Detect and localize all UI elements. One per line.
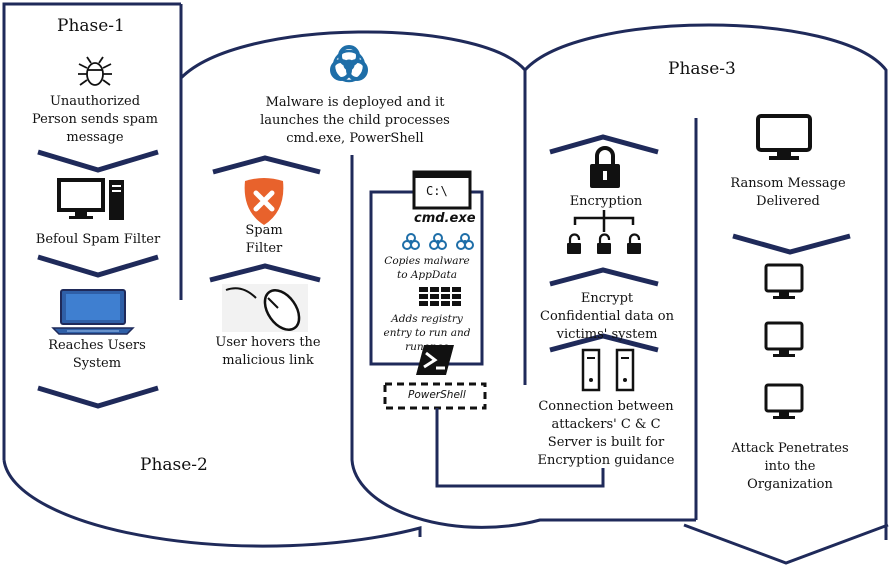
cmd-adds: Adds registry entry to run and runonce <box>383 313 471 353</box>
shield-x-icon <box>244 178 284 225</box>
monitor-icon <box>756 114 812 160</box>
step-connection: Connection between attackers' C & C Serv… <box>537 399 675 468</box>
monitor-icon <box>764 321 804 359</box>
powershell-title: PowerShell <box>408 389 466 401</box>
biohazard-icon <box>330 45 368 83</box>
chevron-up-icon <box>212 155 321 175</box>
powershell-dashed-box <box>383 382 487 410</box>
chevron-up-icon <box>549 134 659 155</box>
step-attack: Attack Penetrates into the Organization <box>731 441 849 492</box>
step-befoul: Befoul Spam Filter <box>35 232 161 247</box>
monitor-icon <box>764 263 804 301</box>
biohazard-icon <box>456 233 474 250</box>
step-reaches: Reaches Users System <box>48 338 146 371</box>
desktop-computer-icon <box>57 178 124 220</box>
cmd-copies: Copies malware to AppData <box>384 255 470 281</box>
server-icon <box>581 348 601 392</box>
step-unauthorized: Unauthorized Person sends spam message <box>31 94 158 145</box>
phase2-top-cap <box>179 30 527 80</box>
step-malware-deployed: Malware is deployed and it launches the … <box>260 95 450 146</box>
biohazard-icon <box>402 233 420 250</box>
cmd-title: cmd.exe <box>414 211 476 226</box>
padlock-icon <box>590 146 620 188</box>
monitor-icon <box>764 383 804 421</box>
unlocked-padlock-icon <box>625 233 643 256</box>
step-encryption: Encryption <box>569 194 643 209</box>
unlocked-padlock-icon <box>595 233 613 256</box>
phase3-title: Phase-3 <box>668 59 736 79</box>
chevron-down-icon <box>37 254 159 278</box>
bug-icon <box>78 56 112 86</box>
cmd-window-icon <box>412 170 472 210</box>
unlocked-padlock-icon <box>565 233 583 256</box>
phase3-arrowhead <box>683 523 889 565</box>
step-encrypt-confidential: Encrypt Confidential data on victims' sy… <box>540 291 675 342</box>
server-icon <box>615 348 635 392</box>
phase1-title: Phase-1 <box>57 16 125 36</box>
chevron-down-icon <box>37 149 159 173</box>
chevron-up-icon <box>549 333 659 353</box>
phase3-top-cap <box>523 23 888 540</box>
phase2-inner-right <box>350 155 696 529</box>
phase1-outline <box>2 2 181 460</box>
step-ransom: Ransom Message Delivered <box>730 176 846 209</box>
chevron-down-icon <box>732 233 851 255</box>
chevron-up-icon <box>549 267 659 287</box>
registry-grid-icon <box>419 287 461 306</box>
chevron-up-icon <box>209 263 321 283</box>
cmd-prompt: C:\ <box>426 184 448 198</box>
mouse-icon <box>222 284 308 332</box>
biohazard-icon <box>429 233 447 250</box>
phase2-outline <box>2 459 422 548</box>
powershell-icon <box>416 345 454 375</box>
unlock-tree <box>573 210 635 232</box>
laptop-icon <box>51 289 135 335</box>
step-user-hovers: User hovers the malicious link <box>215 335 321 368</box>
chevron-down-icon <box>37 385 159 409</box>
step-spam-filter: Spam Filter <box>245 223 283 256</box>
phase2-title: Phase-2 <box>140 455 208 475</box>
connector-line <box>435 408 605 488</box>
